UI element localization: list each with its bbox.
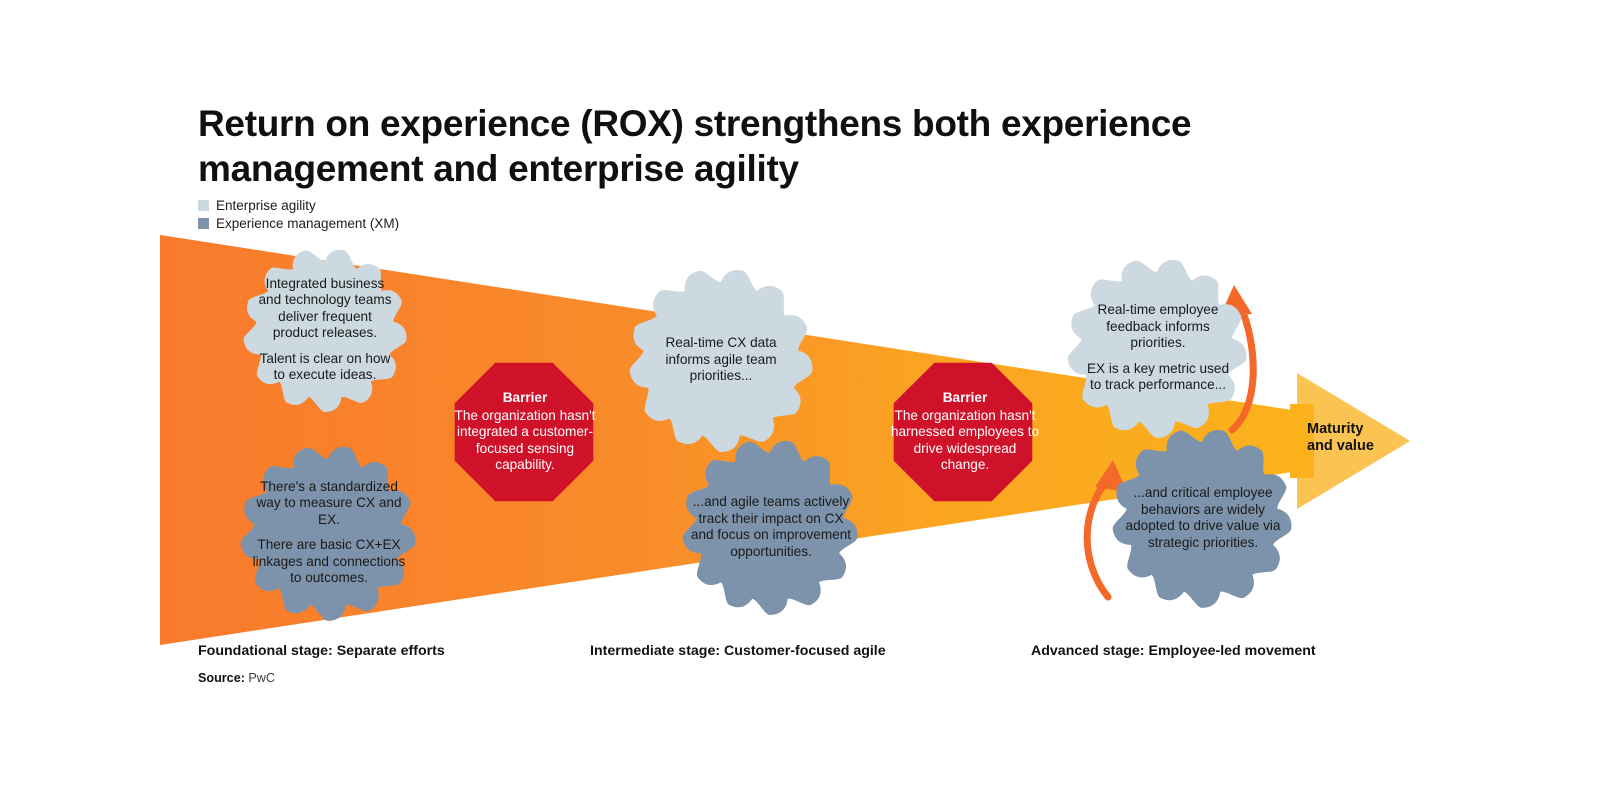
gear-paragraph: Real-time CX data informs agile team pri… [665,335,777,384]
barrier-heading: Barrier [942,390,988,405]
gear-intermediate-agility [629,270,813,452]
gear-paragraph: Real-time employee feedback informs prio… [1097,302,1219,351]
gear-label-intermediate-xm: ...and agile teams actively track their … [688,494,854,560]
curved-arrow-up-left [1083,460,1127,601]
maturity-and-value-label: Maturity and value [1307,421,1427,455]
stage-caption-advanced: Advanced stage: Employee-led movement [1031,643,1316,659]
stage-caption-intermediate: Intermediate stage: Customer-focused agi… [590,643,886,659]
gear-label-foundational-xm: There's a standardized way to measure CX… [250,479,408,588]
barrier-shape-2 [893,362,1033,502]
gear-paragraph: Talent is clear on how to execute ideas. [259,350,391,383]
maturity-arrowhead [1297,373,1410,509]
barrier-shape-1 [454,362,594,502]
maturity-line-1: Maturity [1307,421,1364,437]
legend-label-experience-management: Experience management (XM) [216,216,400,231]
barrier-body: The organization hasn't harnessed employ… [890,407,1040,473]
legend-swatch-enterprise-agility [198,200,209,211]
gear-advanced-xm [1112,429,1292,608]
barrier-heading: Barrier [502,390,548,405]
page-title: Return on experience (ROX) strengthens b… [198,103,1192,189]
source-label: Source: [198,671,245,685]
gear-label-intermediate-agility: Real-time CX data informs agile team pri… [648,335,794,385]
legend-item-experience-management: Experience management (XM) [198,215,399,232]
gear-foundational-xm [240,446,416,621]
gear-advanced-agility [1067,259,1247,438]
gear-paragraph: There's a standardized way to measure CX… [256,478,402,527]
source-value: PwC [248,671,275,685]
legend: Enterprise agility Experience management… [198,197,399,233]
legend-swatch-experience-management [198,218,209,229]
gear-foundational-agility [243,249,407,412]
gear-paragraph: Integrated business and technology teams… [258,275,392,341]
legend-label-enterprise-agility: Enterprise agility [216,198,316,213]
legend-item-enterprise-agility: Enterprise agility [198,197,399,214]
gear-paragraph: ...and agile teams actively track their … [690,494,852,559]
gear-paragraph: ...and critical employee behaviors are w… [1125,485,1281,550]
gear-label-advanced-agility: Real-time employee feedback informs prio… [1082,302,1234,394]
barrier-body: The organization hasn't integrated a cus… [454,407,596,473]
gear-paragraph: EX is a key metric used to track perform… [1086,360,1230,393]
gear-label-advanced-xm: ...and critical employee behaviors are w… [1122,485,1284,551]
gear-label-foundational-agility: Integrated business and technology teams… [254,276,396,385]
maturity-line-2: and value [1307,438,1374,454]
source-line: Source: PwC [198,671,275,685]
gear-paragraph: There are basic CX+EX linkages and conne… [252,537,406,586]
maturity-arrowhead-join [1290,404,1314,478]
gear-intermediate-xm [682,440,858,615]
stage-caption-foundational: Foundational stage: Separate efforts [198,643,445,659]
